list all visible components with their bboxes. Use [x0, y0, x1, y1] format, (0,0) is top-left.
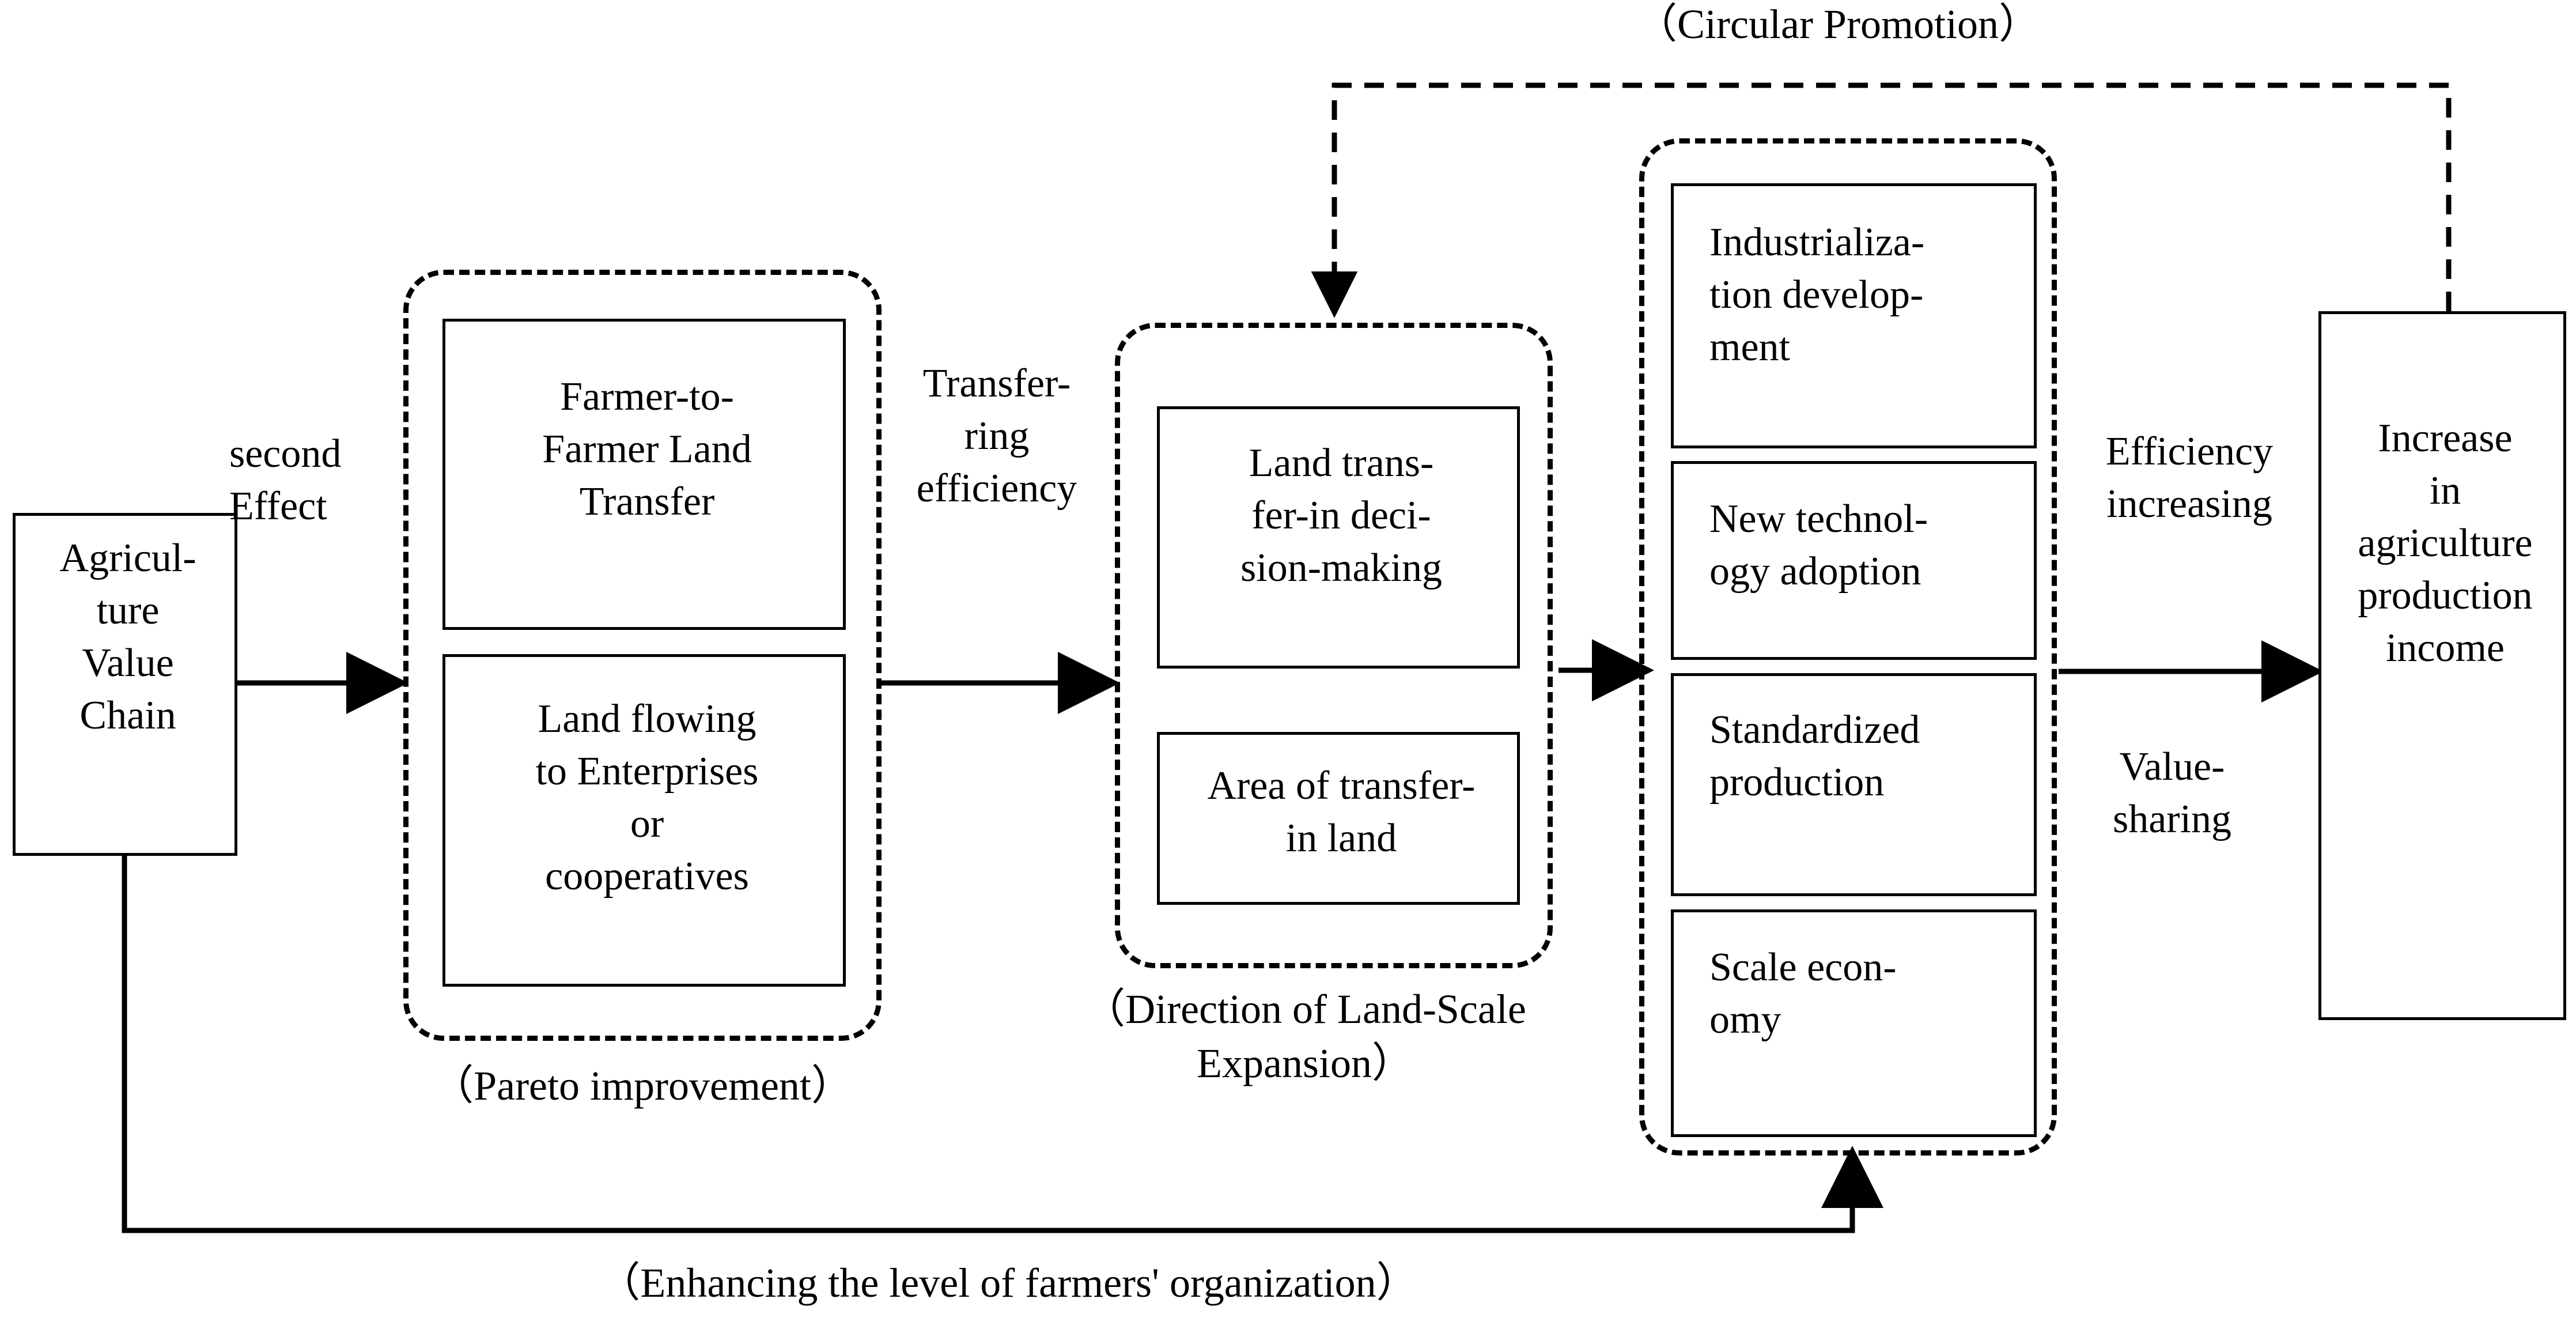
node-land-flowing-to-enterprises-label: Land flowing to Enterprises or cooperati…: [535, 697, 759, 898]
node-area-of-transfer-in-land[interactable]: Area of transfer- in land: [1157, 732, 1520, 905]
node-area-of-transfer-in-land-label: Area of transfer- in land: [1207, 764, 1476, 860]
node-land-transfer-in-decision-making-label: Land trans- fer-in deci- sion-making: [1240, 441, 1442, 590]
node-increase-agriculture-production-income-label: Increase in agriculture production incom…: [2358, 416, 2533, 670]
group-pareto-improvement-caption: （Pareto improvement）: [432, 1063, 853, 1109]
node-increase-agriculture-production-income[interactable]: Increase in agriculture production incom…: [2318, 311, 2566, 1020]
edge-label-value-sharing: Value- sharing: [2112, 745, 2232, 841]
node-farmer-to-farmer-land-transfer[interactable]: Farmer-to- Farmer Land Transfer: [442, 319, 846, 630]
node-farmer-to-farmer-land-transfer-label: Farmer-to- Farmer Land Transfer: [542, 375, 752, 524]
node-agriculture-value-chain-label: Agricul- ture Value Chain: [59, 536, 196, 738]
node-standardized-production[interactable]: Standardized production: [1671, 673, 2037, 896]
connector-circular-promotion: [1311, 82, 2452, 318]
connector-farmers-organization: [122, 855, 1883, 1233]
node-new-technology-adoption-label: New technol- ogy adoption: [1709, 497, 1928, 594]
node-industrialization-development[interactable]: Industrializa- tion develop- ment: [1671, 183, 2037, 448]
node-scale-economy-label: Scale econ- omy: [1709, 945, 1897, 1042]
circular-promotion-caption: （Circular Promotion）: [1636, 1, 2040, 47]
node-land-flowing-to-enterprises[interactable]: Land flowing to Enterprises or cooperati…: [442, 654, 846, 987]
node-industrialization-development-label: Industrializa- tion develop- ment: [1709, 220, 1925, 369]
group-pareto-improvement[interactable]: [403, 270, 882, 1041]
group-land-scale-expansion-caption: （Direction of Land-Scale Expansion）: [1084, 986, 1526, 1086]
node-scale-economy[interactable]: Scale econ- omy: [1671, 909, 2037, 1137]
node-land-transfer-in-decision-making[interactable]: Land trans- fer-in deci- sion-making: [1157, 406, 1520, 669]
group-land-scale-expansion[interactable]: [1115, 323, 1553, 968]
farmers-organization-caption: （Enhancing the level of farmers' organiz…: [599, 1260, 1418, 1306]
edge-label-efficiency-increasing: Efficiency increasing: [2105, 429, 2274, 526]
edge-label-transferring-efficiency: Transfer- ring efficiency: [916, 361, 1077, 511]
node-agriculture-value-chain[interactable]: Agricul- ture Value Chain: [13, 513, 237, 856]
group-outcomes[interactable]: [1639, 138, 2057, 1156]
node-standardized-production-label: Standardized production: [1709, 708, 1920, 805]
edge-label-second-effect: second Effect: [229, 432, 342, 528]
node-new-technology-adoption[interactable]: New technol- ogy adoption: [1671, 461, 2037, 660]
